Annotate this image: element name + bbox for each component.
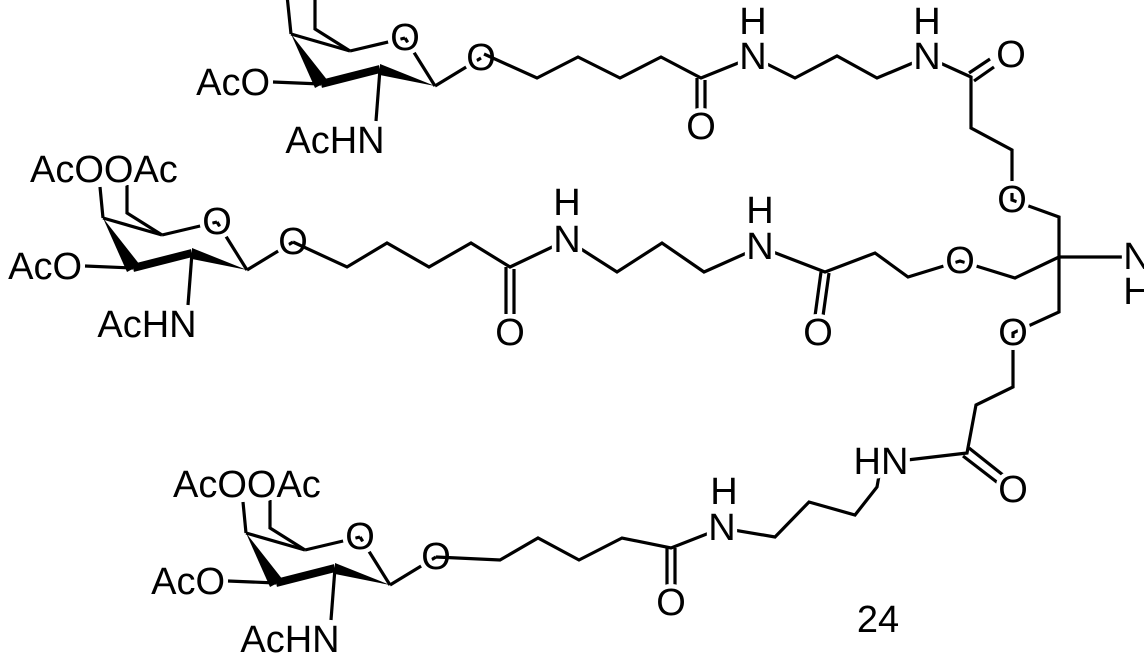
core-hydrogen: H xyxy=(1123,271,1144,313)
ring-oxygen-label: O xyxy=(390,17,420,59)
amide1-hydrogen: H xyxy=(710,471,737,513)
achn-label: AcHN xyxy=(97,304,196,346)
arm-bonds xyxy=(436,257,1059,586)
sugar-bottom: AcOOAc AcO AcHN O O xyxy=(151,464,451,654)
compound-number: 24 xyxy=(857,599,899,641)
arm-bonds xyxy=(293,240,1059,316)
quaternary-core: N H xyxy=(1059,236,1144,313)
amide2-carbonyl-oxygen: O xyxy=(803,312,833,354)
aco-label: AcO xyxy=(196,62,270,104)
sugar-top: AcO AcHN O O xyxy=(196,0,496,162)
amide2-carbonyl-oxygen: O xyxy=(998,469,1028,511)
ether-oxygen: O xyxy=(945,240,975,282)
amide1-nitrogen: N xyxy=(553,219,580,261)
ring-oxygen-label: O xyxy=(345,516,375,558)
amide2-hn: HN xyxy=(854,441,909,483)
sugar-bonds xyxy=(85,185,293,305)
amide1-hydrogen: H xyxy=(553,182,580,224)
ether-oxygen: O xyxy=(997,179,1027,221)
amide2-nitrogen: N xyxy=(746,226,773,268)
amide1-hydrogen: H xyxy=(739,1,766,43)
amide1-carbonyl-oxygen: O xyxy=(686,106,716,148)
ether-oxygen: O xyxy=(998,312,1028,354)
ring-oxygen-label: O xyxy=(202,201,232,243)
arm-bottom: O N H HN O O xyxy=(436,257,1059,624)
sugar-bonds xyxy=(273,0,481,121)
amide1-carbonyl-oxygen: O xyxy=(656,582,686,624)
achn-label: AcHN xyxy=(240,619,339,654)
amide1-carbonyl-oxygen: O xyxy=(495,312,525,354)
acooac-label: AcOOAc xyxy=(30,149,178,191)
amide1-nitrogen: N xyxy=(708,507,735,549)
amide2-hydrogen: H xyxy=(746,190,773,232)
amide2-carbonyl-oxygen: O xyxy=(996,34,1026,76)
aco-label: AcO xyxy=(8,246,82,288)
amide2-hydrogen: H xyxy=(913,1,940,43)
arm-middle: O N H N H O O xyxy=(293,182,1059,354)
aco-label: AcO xyxy=(151,561,225,603)
acooac-label: AcOOAc xyxy=(173,464,321,506)
sugar-bonds xyxy=(228,500,436,620)
sugar-middle: AcOOAc AcO AcHN O O xyxy=(8,149,308,346)
achn-label: AcHN xyxy=(285,120,384,162)
